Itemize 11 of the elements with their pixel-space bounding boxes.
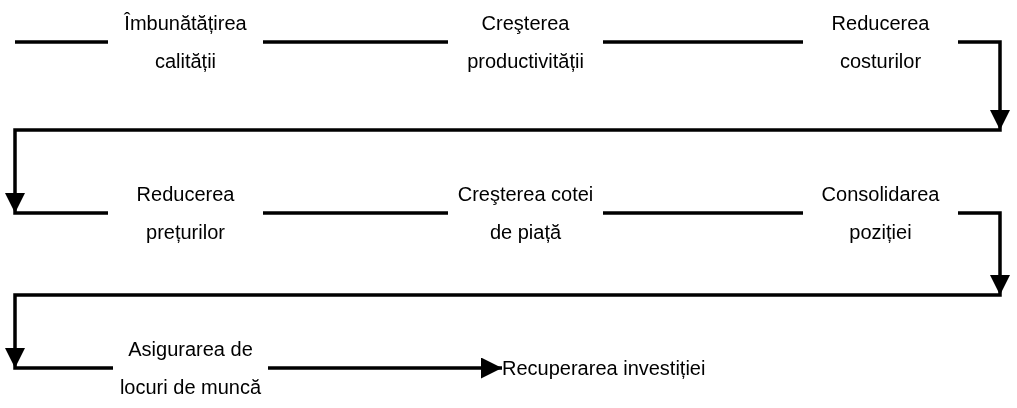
step-label: Consolidarea poziției xyxy=(820,182,941,245)
step-label: Asigurarea de locuri de muncă xyxy=(118,337,263,400)
step-label: Îmbunătățirea calității xyxy=(123,11,248,74)
arrow xyxy=(268,357,502,379)
step-label: Creşterea cotei de piață xyxy=(456,182,595,245)
step-label: Reducerea costurilor xyxy=(830,11,931,74)
step-label: Reducerea prețurilor xyxy=(135,182,236,245)
arrow xyxy=(5,40,1010,215)
arrow xyxy=(5,211,1010,370)
step-label: Recuperarea investiției xyxy=(502,356,706,381)
step-label: Creşterea productivității xyxy=(466,11,585,74)
